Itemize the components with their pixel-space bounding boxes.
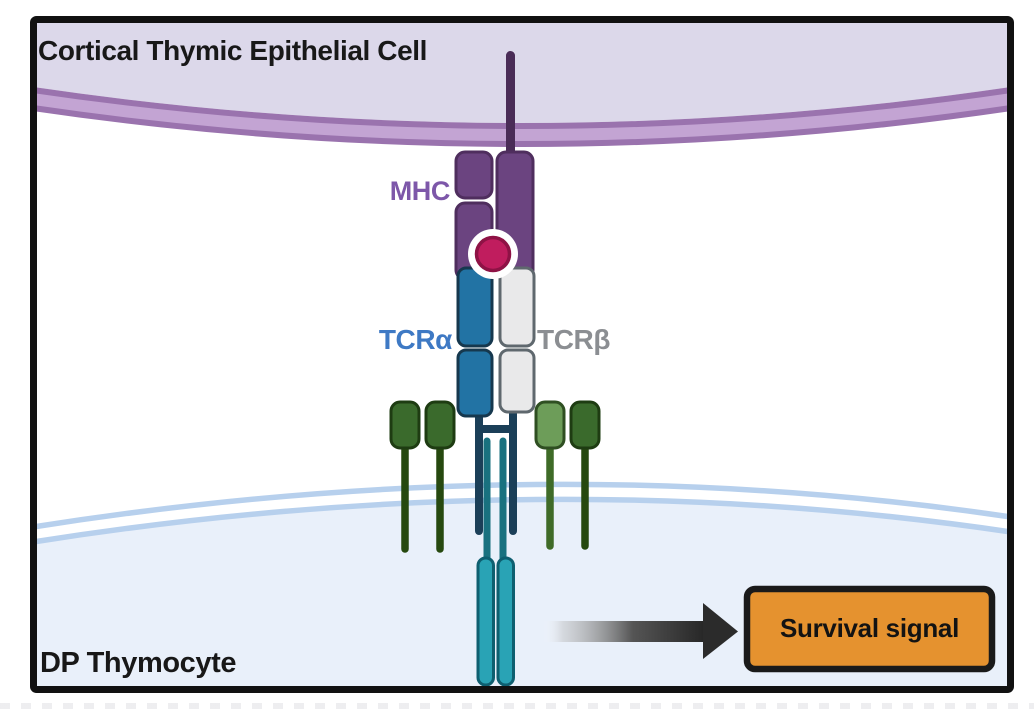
signal-arrow <box>543 603 738 659</box>
tcr-beta-lower-domain <box>498 348 536 414</box>
signal-arrow-shaft <box>543 621 706 642</box>
mhc-molecule <box>454 51 535 281</box>
zeta-chain-left <box>476 556 495 687</box>
bottom-ruler-artifact <box>0 703 1034 709</box>
coreceptor-head-3 <box>534 400 566 450</box>
zeta-chain-right <box>496 556 515 687</box>
coreceptor-head-4 <box>569 400 601 450</box>
top-membrane-band <box>31 92 1013 142</box>
top-cell-body <box>33 19 1011 123</box>
coreceptor-head-2 <box>424 400 456 450</box>
coreceptor-complex <box>389 400 601 553</box>
survival-signal-box <box>743 585 996 673</box>
peptide <box>474 235 512 273</box>
tcr-alpha-lower-domain <box>456 348 494 418</box>
tcr-alpha-label: TCRα <box>378 324 453 355</box>
top-cell-label: Cortical Thymic Epithelial Cell <box>38 35 428 66</box>
mhc-domain-left-upper <box>454 150 494 200</box>
cd3-zeta-complex <box>475 402 517 687</box>
coreceptor-head-1 <box>389 400 421 450</box>
signal-arrow-head <box>703 603 738 659</box>
tcr-beta-upper-domain <box>498 266 536 348</box>
mhc-label: MHC <box>389 176 451 206</box>
top-membrane-outer-line <box>32 87 1012 129</box>
top-cell <box>31 19 1013 147</box>
bottom-cell-label: DP Thymocyte <box>40 647 237 679</box>
tcr-alpha-upper-domain <box>456 266 494 348</box>
diagram-frame <box>30 16 1014 693</box>
bottom-membrane-inner-line <box>32 496 1012 545</box>
top-membrane-inner-line <box>32 105 1012 147</box>
mhc-stem <box>506 51 515 161</box>
bottom-membrane-outer-line <box>32 481 1012 530</box>
survival-signal-label: Survival signal <box>779 613 960 644</box>
tcr-beta-label: TCRβ <box>537 324 611 355</box>
